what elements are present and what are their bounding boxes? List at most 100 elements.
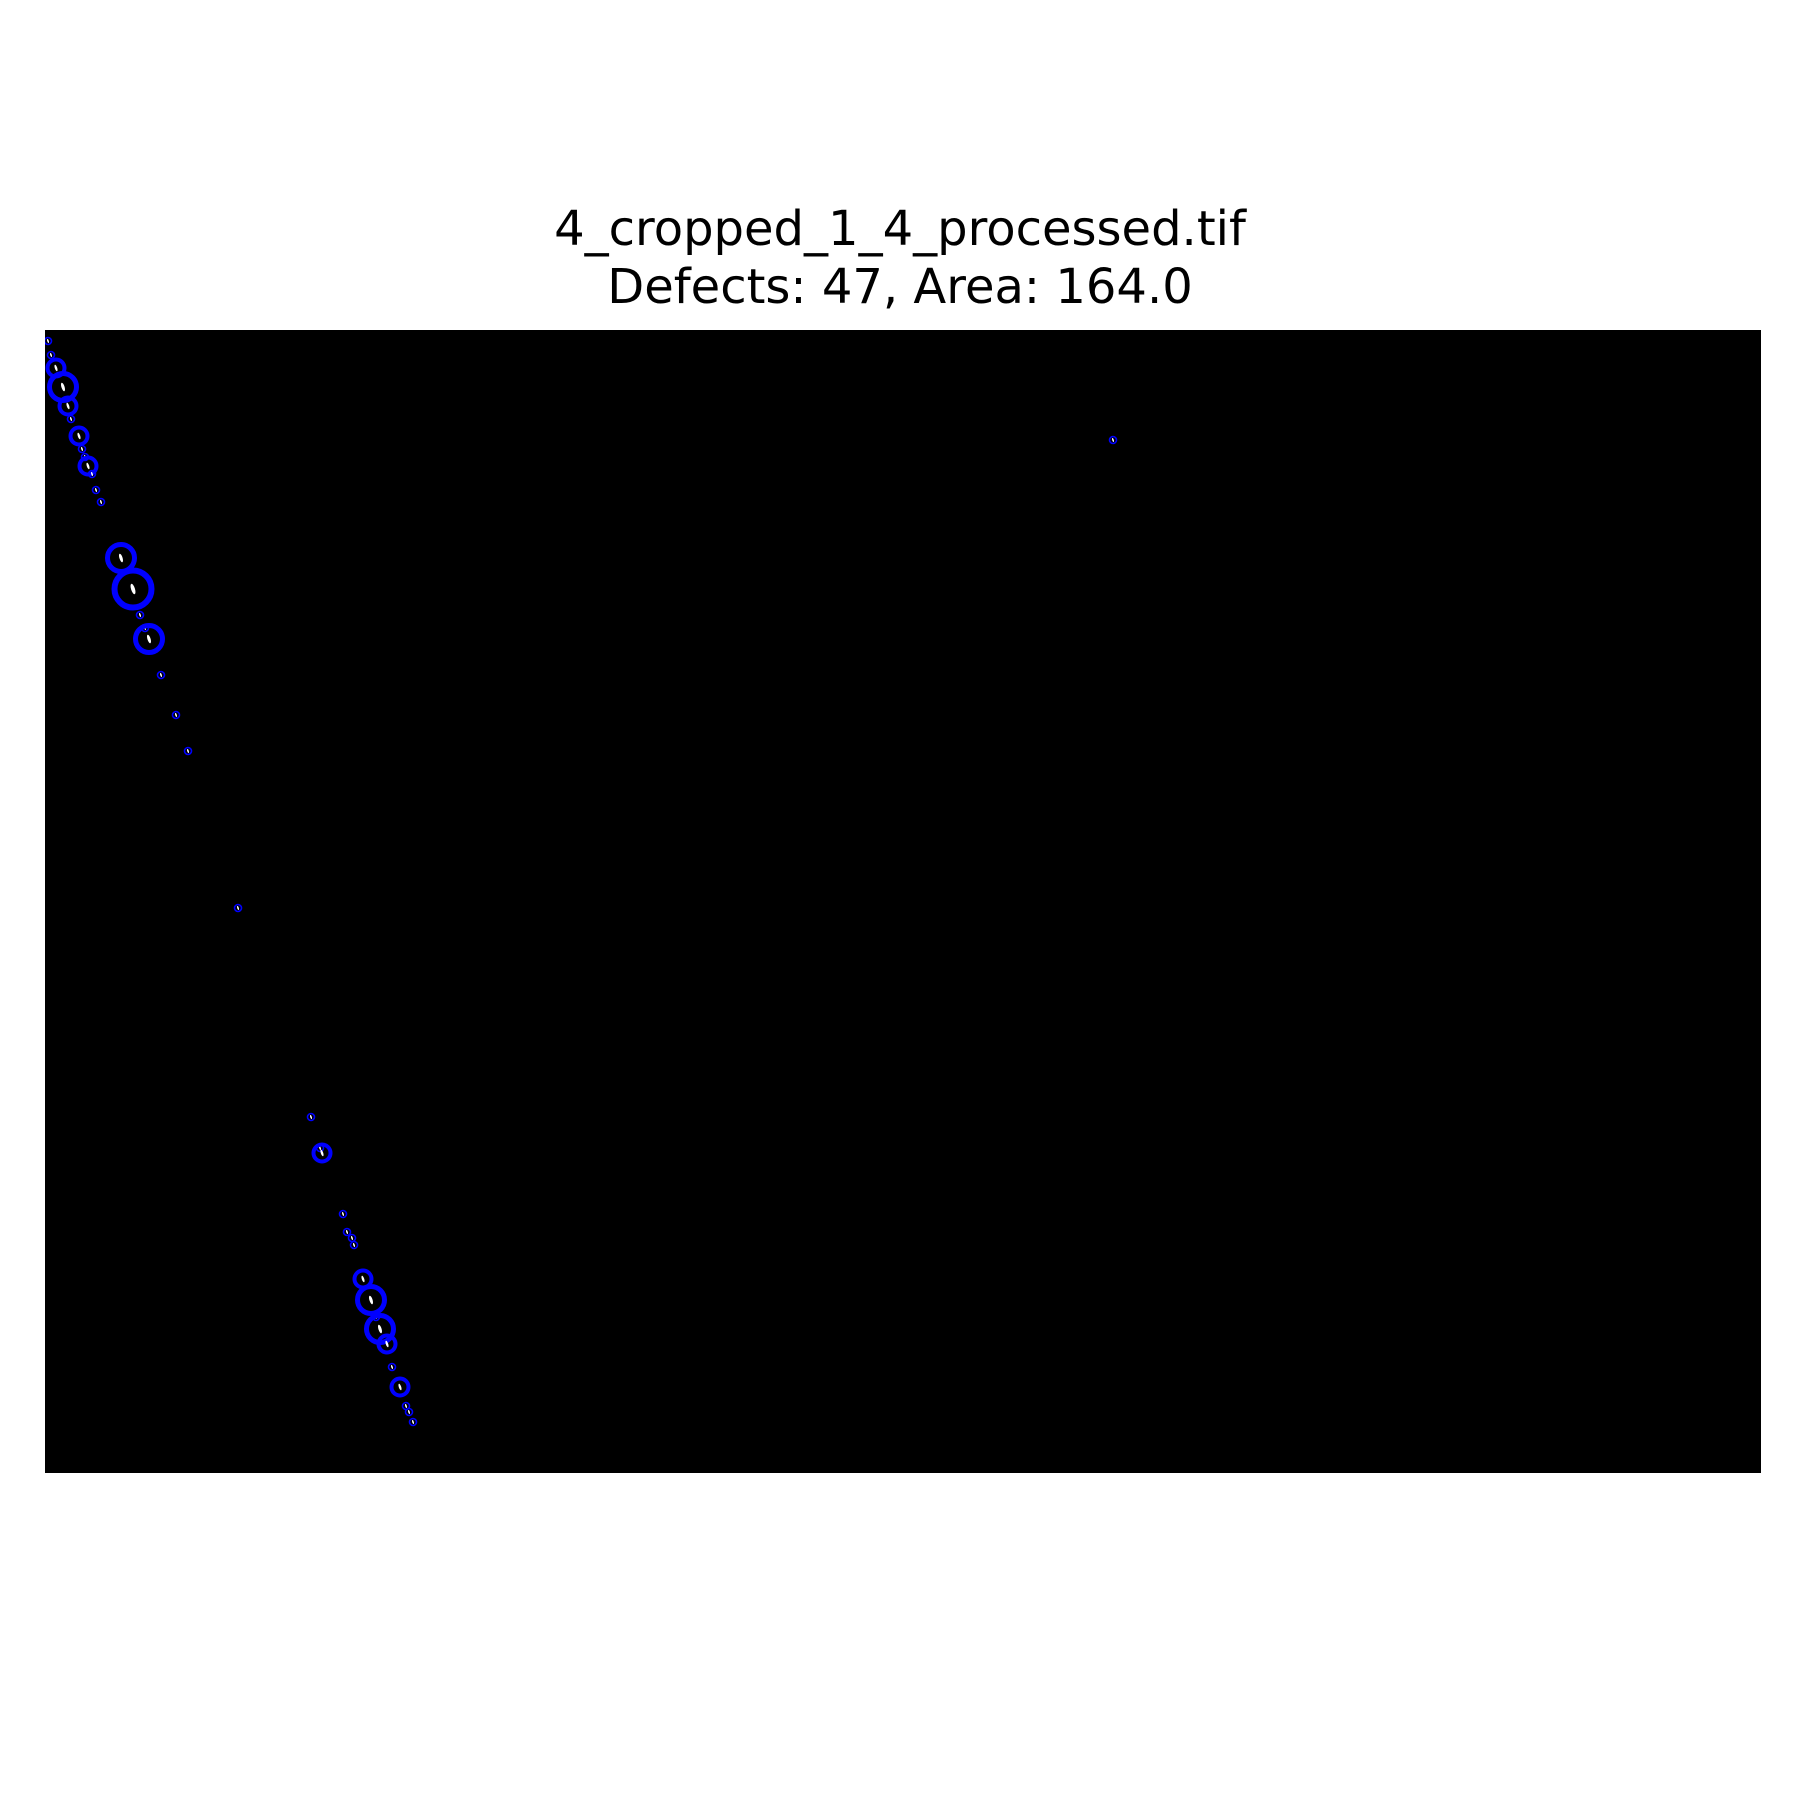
defect-core xyxy=(408,1410,410,1414)
defect-core xyxy=(54,364,58,372)
defect-marker xyxy=(342,1227,352,1237)
defect-ring xyxy=(46,350,56,360)
defect-core xyxy=(368,1295,374,1305)
defect-ring xyxy=(96,497,106,507)
defect-core xyxy=(237,906,239,910)
defect-core xyxy=(1112,438,1114,442)
defect-marker xyxy=(183,746,193,756)
defect-ring xyxy=(376,1333,398,1355)
defect-core xyxy=(130,583,136,595)
defect-marker xyxy=(57,395,79,417)
defect-core xyxy=(91,472,93,476)
defect-ring xyxy=(404,1407,414,1417)
defect-core xyxy=(310,1115,312,1119)
defect-core xyxy=(320,1149,324,1157)
defect-ring xyxy=(349,1240,359,1250)
defect-marker xyxy=(135,610,145,620)
defect-marker xyxy=(171,710,181,720)
defect-marker xyxy=(68,425,90,447)
defect-ring xyxy=(233,903,243,913)
defect-marker xyxy=(66,414,76,424)
defect-ring xyxy=(1108,435,1118,445)
defect-marker xyxy=(408,1417,418,1427)
defect-core xyxy=(160,673,162,677)
defect-core xyxy=(146,634,152,644)
defect-core xyxy=(346,1230,348,1234)
defect-marker xyxy=(349,1240,359,1250)
defect-core xyxy=(391,1365,393,1369)
defect-core xyxy=(377,1324,383,1334)
defect-marker xyxy=(91,485,101,495)
defect-ring xyxy=(111,567,155,611)
defect-marker xyxy=(338,1209,348,1219)
defect-ring xyxy=(156,670,166,680)
defect-core xyxy=(139,613,141,617)
defect-core xyxy=(342,1212,344,1216)
defect-core xyxy=(353,1243,355,1247)
defect-ring xyxy=(183,746,193,756)
defect-ring xyxy=(171,710,181,720)
defect-ring xyxy=(355,1284,387,1316)
defect-marker xyxy=(96,497,106,507)
defect-marker xyxy=(45,336,53,346)
defect-ring xyxy=(66,414,76,424)
defect-core xyxy=(319,1146,321,1150)
defect-ring xyxy=(91,485,101,495)
defect-core xyxy=(398,1383,402,1391)
defect-core xyxy=(77,432,81,440)
defect-marker xyxy=(77,444,87,454)
defect-core xyxy=(95,488,97,492)
defect-marker xyxy=(355,1284,387,1316)
defect-core xyxy=(118,553,124,563)
defect-marker xyxy=(311,1142,333,1164)
defect-core xyxy=(175,713,177,717)
defect-core xyxy=(187,749,189,753)
defect-ring xyxy=(45,336,53,346)
defect-core xyxy=(70,417,72,421)
defect-core xyxy=(60,382,66,392)
defect-marker xyxy=(111,567,155,611)
defect-ring xyxy=(57,395,79,417)
defect-ring xyxy=(387,1362,397,1372)
defect-marker xyxy=(233,903,243,913)
defect-ring xyxy=(77,444,87,454)
defect-ring xyxy=(338,1209,348,1219)
defect-core xyxy=(385,1340,389,1348)
defect-marker-overlay xyxy=(45,336,1118,1427)
defect-ring xyxy=(389,1376,411,1398)
defect-ring xyxy=(408,1417,418,1427)
defect-core xyxy=(86,462,90,470)
defect-marker xyxy=(389,1376,411,1398)
image-filename-title: 4_cropped_1_4_processed.tif xyxy=(554,201,1246,257)
defect-summary-subtitle: Defects: 47, Area: 164.0 xyxy=(607,259,1193,315)
defect-ring xyxy=(135,610,145,620)
defect-marker xyxy=(105,542,137,574)
defect-core xyxy=(66,402,70,410)
defect-core xyxy=(351,1236,353,1240)
defect-core xyxy=(50,353,52,357)
defect-core xyxy=(405,1404,407,1408)
defect-marker xyxy=(46,350,56,360)
defect-core xyxy=(47,339,49,343)
defect-ring xyxy=(306,1112,316,1122)
defect-marker xyxy=(1108,435,1118,445)
defect-ring xyxy=(68,425,90,447)
defect-marker xyxy=(387,1362,397,1372)
defect-core xyxy=(361,1275,365,1283)
defect-ring xyxy=(311,1142,333,1164)
defect-marker xyxy=(87,469,97,479)
defect-marker xyxy=(47,371,79,403)
defect-ring xyxy=(342,1227,352,1237)
defect-core xyxy=(81,447,83,451)
defect-marker xyxy=(404,1407,414,1417)
defect-marker xyxy=(133,623,165,655)
defect-ring xyxy=(87,469,97,479)
defect-marker xyxy=(306,1112,316,1122)
defect-ring xyxy=(133,623,165,655)
defect-marker xyxy=(376,1333,398,1355)
processed-defect-image xyxy=(45,330,1761,1473)
defect-marker xyxy=(156,670,166,680)
figure-title-block: 4_cropped_1_4_processed.tif Defects: 47,… xyxy=(0,200,1800,316)
defect-core xyxy=(100,500,102,504)
defect-marker xyxy=(347,1233,357,1243)
